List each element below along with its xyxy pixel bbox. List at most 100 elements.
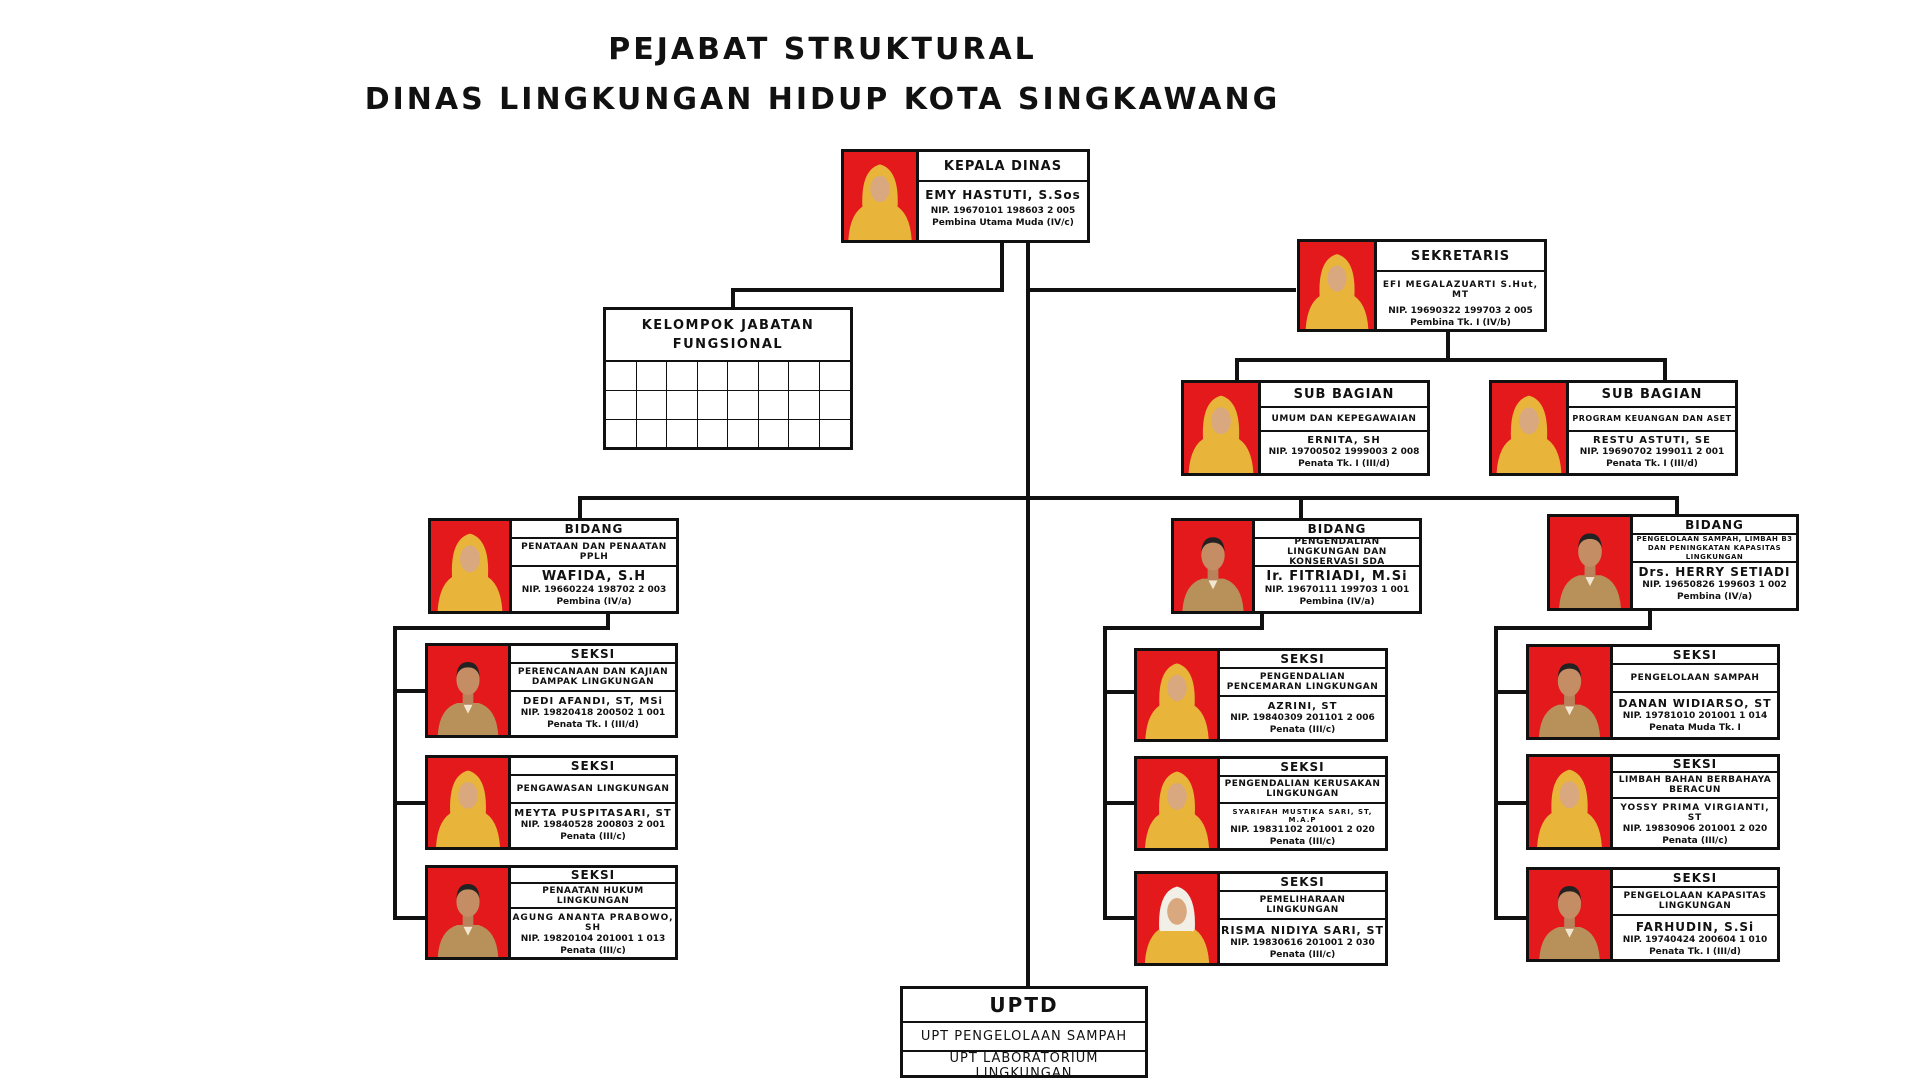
subbag-umum-photo (1184, 383, 1261, 473)
official-name: YOSSY PRIMA VIRGIANTI, ST (1620, 803, 1770, 823)
portrait-silhouette-icon (435, 770, 501, 847)
fungsional-heading: KELOMPOK JABATAN FUNGSIONAL (606, 310, 850, 362)
connector-line (1103, 626, 1264, 630)
bidang-pplh-card: BIDANG PENATAAN DAN PENAATAN PPLH WAFIDA… (428, 518, 679, 614)
connector-line (393, 689, 426, 693)
official-nip: NIP. 19830616 201001 2 030 (1230, 938, 1375, 948)
connector-line (1494, 916, 1527, 920)
connector-line (1026, 288, 1296, 292)
fungsional-grid (606, 362, 850, 449)
official-nip: NIP. 19830906 201001 2 020 (1622, 824, 1768, 834)
portrait-silhouette-icon (437, 533, 503, 611)
official-name: AGUNG ANANTA PRABOWO, SH (512, 913, 674, 933)
official-nip: NIP. 19781010 201001 1 014 (1622, 711, 1768, 721)
seksi-sampah-photo (1529, 647, 1613, 737)
portrait-silhouette-icon (1145, 663, 1209, 739)
official-rank: Pembina (IV/a) (1676, 592, 1753, 602)
portrait-silhouette-icon (437, 662, 499, 735)
portrait-silhouette-icon (1182, 537, 1244, 611)
connector-line (1026, 242, 1030, 987)
connector-line (1663, 358, 1667, 381)
connector-line (1446, 330, 1450, 360)
unit-name: LIMBAH BAHAN BERBAHAYA BERACUN (1613, 771, 1777, 799)
uptd-title: UPTD (903, 989, 1145, 1023)
official-name: FARHUDIN, S.Si (1635, 920, 1755, 934)
portrait-silhouette-icon (848, 164, 912, 240)
position-title: SEKSI (1280, 652, 1325, 666)
official-rank: Pembina Tk. I (IV/b) (1410, 318, 1511, 328)
position-title: BIDANG (1685, 518, 1744, 532)
official-nip: NIP. 19660224 198702 2 003 (521, 585, 667, 595)
portrait-silhouette-icon (1144, 886, 1210, 963)
official-rank: Pembina Utama Muda (IV/c) (932, 218, 1074, 228)
seksi-kapasitas-card: SEKSI PENGELOLAAN KAPASITAS LINGKUNGAN F… (1526, 867, 1780, 962)
connector-line (731, 288, 735, 308)
official-nip: NIP. 19820104 201001 1 013 (520, 934, 666, 944)
unit-name: PENGAWASAN LINGKUNGAN (511, 774, 675, 804)
unit-name: UMUM DAN KEPEGAWAIAN (1261, 408, 1427, 432)
chart-title-line2: DINAS LINGKUNGAN HIDUP KOTA SINGKAWANG (364, 82, 1281, 117)
connector-line (1648, 610, 1652, 628)
official-name: DANAN WIDIARSO, ST (1618, 697, 1772, 710)
bidang-pengendalian-photo (1174, 521, 1255, 611)
position-title: SEKRETARIS (1377, 242, 1544, 272)
seksi-pencemaran-card: SEKSI PENGENDALIAN PENCEMARAN LINGKUNGAN… (1134, 648, 1388, 742)
portrait-silhouette-icon (1305, 254, 1369, 329)
official-nip: NIP. 19650826 199603 1 002 (1642, 580, 1787, 590)
connector-line (1260, 613, 1264, 628)
official-name: WAFIDA, S.H (541, 569, 647, 584)
official-rank: Penata (III/c) (560, 832, 626, 842)
connector-line (393, 916, 426, 920)
connector-line (578, 496, 582, 521)
connector-line (1494, 690, 1527, 694)
official-nip: NIP. 19670111 199703 1 001 (1264, 585, 1410, 595)
bidang-pplh-photo (431, 521, 512, 611)
seksi-b3-photo (1529, 757, 1613, 847)
connector-line (393, 626, 397, 920)
official-rank: Penata Muda Tk. I (1649, 723, 1741, 733)
seksi-kerusakan-card: SEKSI PENGENDALIAN KERUSAKAN LINGKUNGAN … (1134, 756, 1388, 851)
portrait-silhouette-icon (1496, 395, 1562, 473)
connector-line (1494, 801, 1527, 805)
position-title: SUB BAGIAN (1261, 383, 1427, 408)
official-nip: NIP. 19840309 201101 2 006 (1230, 713, 1375, 723)
official-name: EFI MEGALAZUARTI S.Hut, MT (1382, 280, 1539, 300)
unit-name: PENATAAN DAN PENAATAN PPLH (512, 537, 676, 567)
connector-line (1103, 690, 1135, 694)
position-title: SEKSI (1672, 871, 1718, 885)
connector-line (731, 288, 1004, 292)
connector-line (1103, 801, 1135, 805)
unit-name: PENGELOLAAN SAMPAH, LIMBAH B3 DAN PENING… (1633, 533, 1796, 563)
position-title: SEKSI (1280, 759, 1325, 774)
connector-line (1235, 358, 1239, 381)
official-name: Drs. HERRY SETIADI (1638, 565, 1791, 579)
official-name: RISMA NIDIYA SARI, ST (1221, 924, 1384, 937)
connector-line (1299, 496, 1303, 521)
bidang-pengendalian-card: BIDANG PENGENDALIAN LINGKUNGAN DAN KONSE… (1171, 518, 1422, 614)
official-nip: NIP. 19740424 200604 1 010 (1622, 935, 1768, 945)
official-rank: Penata (III/c) (560, 946, 626, 956)
official-nip: NIP. 19690322 199703 2 005 (1388, 306, 1533, 316)
connector-line (1103, 626, 1107, 920)
seksi-kapasitas-photo (1529, 870, 1613, 959)
seksi-pencemaran-photo (1137, 651, 1220, 739)
connector-line (1103, 916, 1135, 920)
connector-line (393, 801, 426, 805)
position-title: SEKSI (1672, 757, 1718, 772)
portrait-silhouette-icon (437, 884, 499, 957)
unit-name: PENGENDALIAN PENCEMARAN LINGKUNGAN (1220, 667, 1385, 697)
portrait-silhouette-icon (1538, 663, 1601, 737)
position-title: SUB BAGIAN (1569, 383, 1735, 408)
official-rank: Penata Tk. I (III/d) (1649, 947, 1741, 957)
official-name: RESTU ASTUTI, SE (1593, 435, 1711, 446)
seksi-pengawasan-photo (428, 758, 511, 847)
official-name: EMY HASTUTI, S.Sos (925, 188, 1081, 202)
connector-line (578, 496, 1679, 500)
bidang-sampah-card: BIDANG PENGELOLAAN SAMPAH, LIMBAH B3 DAN… (1547, 514, 1799, 611)
seksi-pengawasan-card: SEKSI PENGAWASAN LINGKUNGAN MEYTA PUSPIT… (425, 755, 678, 850)
official-name: SYARIFAH MUSTIKA SARI, ST, M.A.P (1232, 808, 1373, 824)
official-name: DEDI AFANDI, ST, MSi (523, 696, 663, 707)
official-name: ERNITA, SH (1307, 435, 1381, 446)
official-rank: Penata (III/c) (1269, 837, 1336, 847)
position-title: SEKSI (570, 647, 616, 661)
